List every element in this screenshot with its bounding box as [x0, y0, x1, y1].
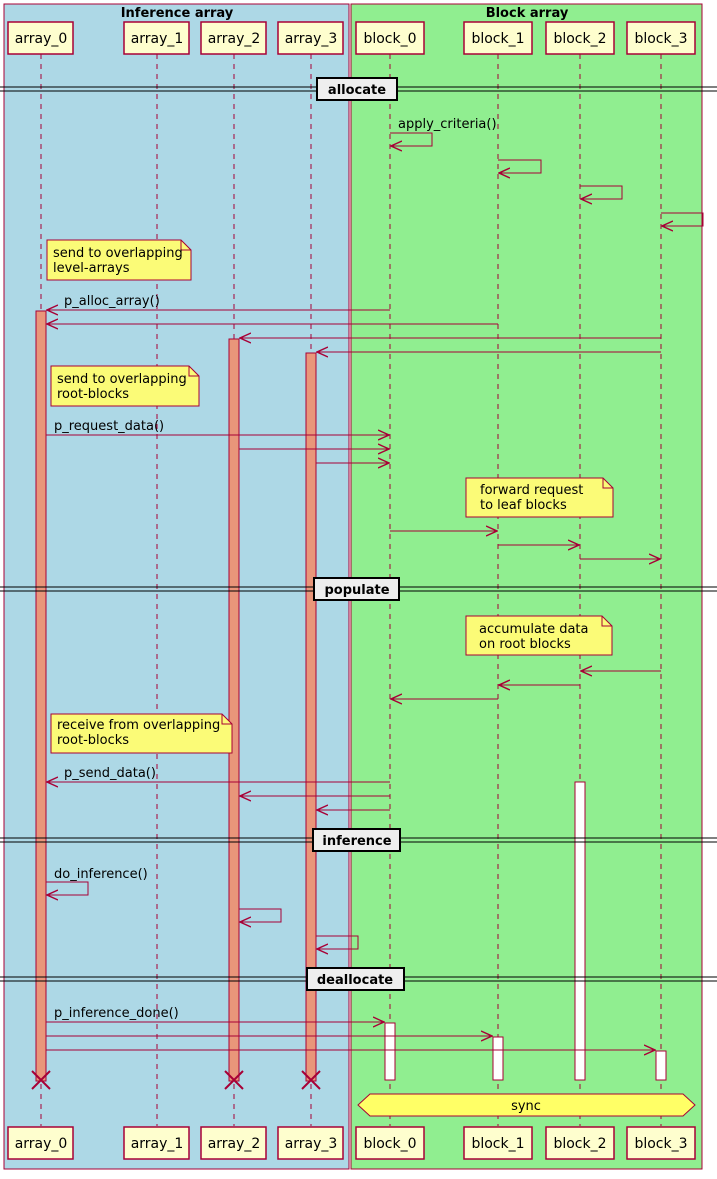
note-line: on root blocks: [479, 637, 571, 652]
participant-array_1[interactable]: [123, 21, 190, 55]
participant-array_2[interactable]: [200, 21, 267, 55]
note-line: root-blocks: [57, 387, 129, 402]
divider-allocate: allocate: [0, 77, 717, 101]
divider-label: allocate: [328, 83, 386, 98]
message-label-p-send-data: p_send_data(): [64, 766, 156, 781]
participant-array_1-bottom[interactable]: [123, 1126, 190, 1160]
activation-block_1: [492, 1036, 504, 1081]
message-label-p-alloc-array: p_alloc_array(): [64, 294, 160, 309]
box-title-inference: Inference array: [121, 6, 234, 21]
note-2: send to overlapping root-blocks: [50, 365, 200, 407]
participant-array_0-bottom[interactable]: [7, 1126, 74, 1160]
message-label-p-request-data: p_request_data(): [54, 419, 164, 434]
self-message-block_0: [390, 132, 433, 146]
participant-label: array_0: [15, 31, 68, 47]
note-line: root-blocks: [57, 733, 129, 748]
divider-label: deallocate: [317, 973, 393, 988]
participant-label: block_3: [634, 31, 687, 47]
note-line: accumulate data: [479, 622, 589, 637]
message-label-do-inference: do_inference(): [54, 867, 148, 882]
participant-label: array_1: [131, 1136, 184, 1152]
participant-block_0[interactable]: [355, 21, 425, 55]
self-message-block_1: [498, 159, 542, 173]
participant-label: array_3: [285, 31, 338, 47]
destroy-array_2: [224, 1070, 244, 1090]
note-line: level-arrays: [53, 261, 130, 276]
notes: send to overlapping level-arrays send to…: [46, 239, 614, 754]
note-4: accumulate data on root blocks: [465, 615, 613, 656]
participant-label: block_1: [471, 31, 524, 47]
participant-block_3[interactable]: [626, 21, 696, 55]
participant-label: array_0: [15, 1136, 68, 1152]
destroy-markers: [31, 1070, 321, 1090]
self-message-array_2: [239, 908, 282, 922]
divider-inference: inference: [0, 828, 717, 852]
divider-label: inference: [322, 834, 391, 849]
note-3: forward request to leaf blocks: [465, 477, 614, 518]
self-message-array_3: [316, 935, 359, 949]
participant-array_3-bottom[interactable]: [277, 1126, 344, 1160]
note-line: receive from overlapping: [57, 718, 220, 733]
activation-block_3: [655, 1050, 667, 1081]
participant-label: block_1: [471, 1136, 524, 1152]
participant-label: block_3: [634, 1136, 687, 1152]
participant-block_1[interactable]: [463, 21, 533, 55]
participant-block_2[interactable]: [545, 21, 615, 55]
sync-reference: sync: [357, 1093, 696, 1117]
activation-array_0: [35, 310, 47, 1082]
box-title-block: Block array: [486, 6, 569, 21]
activation-block_0: [384, 1022, 396, 1081]
message-label-p-inference-done: p_inference_done(): [54, 1006, 179, 1021]
divider-deallocate: deallocate: [0, 967, 717, 991]
note-line: send to overlapping: [53, 246, 183, 261]
note-line: to leaf blocks: [480, 498, 567, 513]
note-line: forward request: [480, 483, 583, 498]
divider-label: populate: [324, 583, 389, 598]
participant-block_2-bottom[interactable]: [545, 1126, 615, 1160]
note-5: receive from overlapping root-blocks: [50, 713, 233, 754]
participant-block_3-bottom[interactable]: [626, 1126, 696, 1160]
destroy-array_0: [31, 1070, 51, 1090]
participant-block_0-bottom[interactable]: [355, 1126, 425, 1160]
self-message-block_2: [580, 185, 623, 199]
participant-array_3[interactable]: [277, 21, 344, 55]
self-message-block_3: [661, 212, 704, 226]
note-line: send to overlapping: [57, 372, 187, 387]
participant-label: array_1: [131, 31, 184, 47]
participants-bottom: array_0 array_1 array_2 array_3 block_0 …: [7, 1126, 696, 1160]
participant-label: array_2: [208, 31, 261, 47]
participant-label: block_0: [363, 1136, 416, 1152]
activation-block_2: [574, 781, 586, 1081]
self-message-array_0: [46, 881, 89, 895]
participant-label: array_3: [285, 1136, 338, 1152]
divider-populate: populate: [0, 577, 717, 601]
destroy-array_3: [301, 1070, 321, 1090]
activation-array_2: [228, 338, 240, 1082]
participant-label: array_2: [208, 1136, 261, 1152]
participant-label: block_2: [553, 1136, 606, 1152]
sync-label: sync: [511, 1099, 541, 1114]
dividers: allocate populate inference deallocate: [0, 77, 717, 991]
participant-label: block_2: [553, 31, 606, 47]
participants-top: array_0 array_1 array_2 array_3 block_0 …: [7, 21, 696, 55]
participant-array_2-bottom[interactable]: [200, 1126, 267, 1160]
message-labels: apply_criteria() p_alloc_array() p_reque…: [54, 117, 497, 1021]
messages: [46, 132, 704, 1050]
note-1: send to overlapping level-arrays: [46, 239, 192, 281]
participant-label: block_0: [363, 31, 416, 47]
participant-array_0[interactable]: [7, 21, 74, 55]
participant-block_1-bottom[interactable]: [463, 1126, 533, 1160]
message-label-apply-criteria: apply_criteria(): [398, 117, 497, 132]
